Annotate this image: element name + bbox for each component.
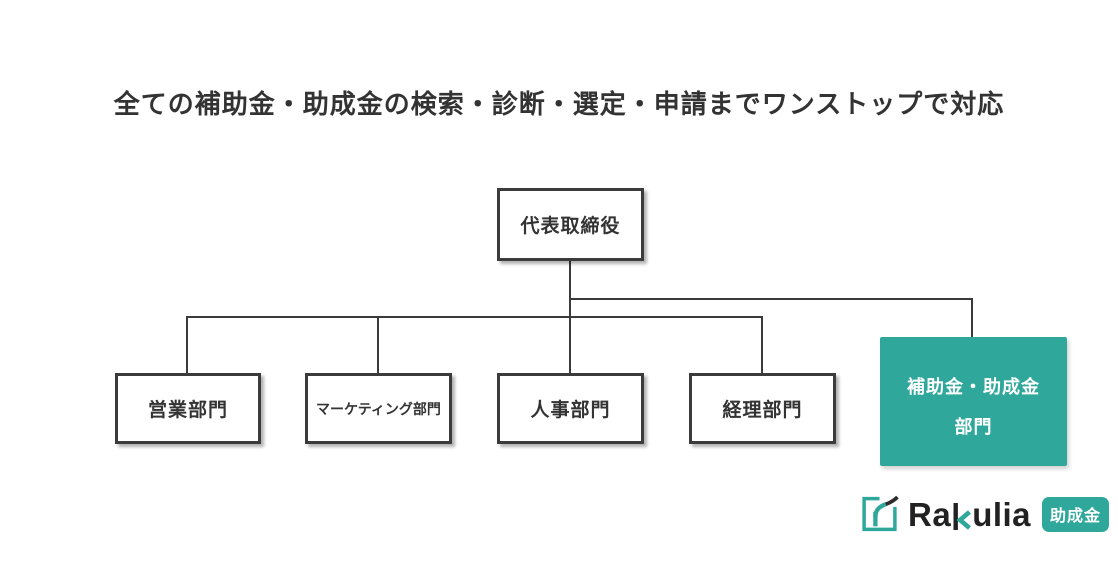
org-box-hr-label: 人事部門 [530, 400, 611, 421]
org-box-subsidy-highlighted: 補助金・助成金 部門 [880, 337, 1067, 466]
brand-logo: Ra k ulia 助成金 [860, 493, 1110, 535]
org-box-marketing: マーケティング部門 [305, 373, 452, 444]
org-box-accounting-label: 経理部門 [722, 400, 803, 421]
page-title: 全ての補助金・助成金の検索・診断・選定・申請までワンストップで対応 [113, 89, 1005, 119]
rakulia-logo-icon [862, 495, 899, 532]
brand-wordmark: Ra k ulia [908, 498, 1031, 531]
org-box-ceo: 代表取締役 [497, 188, 644, 261]
brand-wordmark-start: Ra [908, 495, 952, 533]
org-box-marketing-label: マーケティング部門 [316, 400, 441, 417]
org-box-sales: 営業部門 [115, 373, 261, 444]
subsidy-badge: 助成金 [1042, 496, 1110, 532]
connector-subsidy-drop [971, 298, 973, 338]
connector-marketing-drop [377, 316, 379, 374]
org-box-subsidy-label-line2: 部門 [954, 416, 993, 437]
org-box-sales-label: 営業部門 [147, 400, 228, 421]
connector-accounting-drop [761, 316, 763, 374]
org-box-subsidy-label-line1: 補助金・助成金 [907, 376, 1040, 397]
stylized-k-icon [953, 502, 972, 530]
org-box-hr: 人事部門 [497, 373, 644, 444]
connector-lower-horizontal [187, 316, 763, 318]
org-box-accounting: 経理部門 [689, 373, 836, 444]
brand-wordmark-end: ulia [972, 495, 1032, 533]
org-box-ceo-label: 代表取締役 [520, 216, 621, 237]
connector-upper-horizontal [569, 298, 973, 300]
connector-sales-drop [186, 316, 188, 374]
